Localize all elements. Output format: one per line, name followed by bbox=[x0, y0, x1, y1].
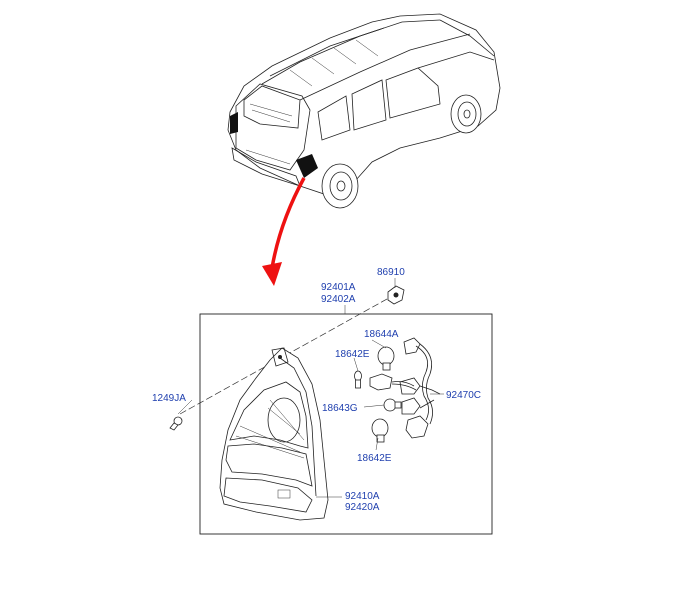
svg-text:18643G: 18643G bbox=[322, 403, 358, 414]
suv-vehicle-illustration bbox=[227, 13, 501, 209]
svg-text:86910: 86910 bbox=[377, 267, 405, 278]
svg-text:18642E: 18642E bbox=[335, 349, 370, 360]
svg-text:1249JA: 1249JA bbox=[152, 393, 186, 404]
bulb-icon bbox=[371, 418, 389, 443]
screw-icon bbox=[169, 416, 183, 431]
svg-text:92402A: 92402A bbox=[321, 294, 356, 305]
svg-text:92420A: 92420A bbox=[345, 502, 380, 513]
part-label-18642e-bottom: 18642E bbox=[357, 453, 392, 464]
part-label-18643g: 18643G bbox=[322, 403, 358, 414]
svg-text:18644A: 18644A bbox=[364, 329, 399, 340]
part-label-92401a-92402a: 92401A 92402A bbox=[321, 282, 356, 305]
red-pointer-arrow-icon bbox=[262, 177, 306, 286]
svg-text:92401A: 92401A bbox=[321, 282, 356, 293]
part-label-92410a-92420a: 92410A 92420A bbox=[345, 491, 380, 513]
part-label-18644a: 18644A bbox=[364, 329, 399, 340]
part-label-18642e-top: 18642E bbox=[335, 349, 370, 360]
socket-wiring-icon bbox=[369, 337, 441, 439]
small-bulb-icon bbox=[354, 370, 362, 389]
part-label-1249ja: 1249JA bbox=[152, 393, 186, 404]
svg-text:18642E: 18642E bbox=[357, 453, 392, 464]
bulb-icon bbox=[383, 398, 402, 412]
bulb-icon bbox=[377, 346, 395, 371]
tail-lamp-assembly-icon bbox=[219, 347, 329, 521]
part-label-92470c: 92470C bbox=[446, 390, 481, 401]
grommet-clip-icon bbox=[387, 285, 405, 305]
svg-text:92410A: 92410A bbox=[345, 491, 380, 502]
part-label-86910: 86910 bbox=[377, 267, 405, 278]
svg-text:92470C: 92470C bbox=[446, 390, 481, 401]
leader-lines bbox=[177, 278, 444, 498]
parts-frame bbox=[199, 313, 493, 535]
